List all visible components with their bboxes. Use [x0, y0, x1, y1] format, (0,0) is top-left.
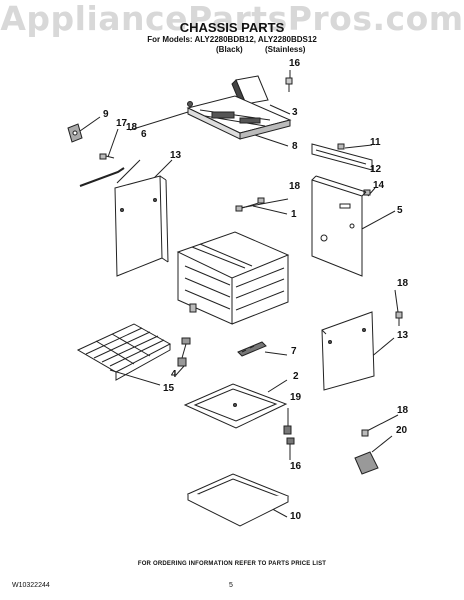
ordering-info: FOR ORDERING INFORMATION REFER TO PARTS … [137, 561, 327, 567]
callout-8: 8 [292, 141, 298, 152]
callout-18: 18 [289, 181, 301, 192]
oven-rack-part [78, 324, 170, 380]
rod-part [80, 168, 124, 186]
clip-part [178, 338, 190, 366]
screw-part-18-right [396, 312, 402, 326]
callout-18: 18 [126, 122, 138, 133]
bracket-part-20 [355, 430, 378, 474]
callout-14: 14 [373, 180, 385, 191]
variant-black-label: (Black) [216, 45, 243, 54]
callout-13: 13 [397, 330, 409, 341]
document-number: W10322244 [12, 582, 50, 589]
callout-4: 4 [171, 369, 177, 380]
bottom-panel-part [188, 474, 288, 526]
callout-11: 11 [370, 137, 381, 148]
callout-18: 18 [397, 278, 409, 289]
callout-15: 15 [163, 383, 175, 394]
rear-panel-part [322, 312, 374, 390]
callout-17: 17 [116, 118, 128, 129]
callout-20: 20 [396, 425, 408, 436]
watermark-text: AppliancePartsPros.com [0, 0, 464, 38]
screw-part-1 [236, 198, 264, 211]
left-side-panel-part [115, 176, 168, 276]
screw-part-19 [284, 426, 294, 444]
callout-9: 9 [103, 109, 109, 120]
callout-5: 5 [397, 205, 403, 216]
variant-stainless-label: (Stainless) [265, 45, 306, 54]
callout-18: 18 [397, 405, 409, 416]
right-side-panel-part [312, 176, 366, 276]
callout-16: 16 [290, 461, 302, 472]
screw-part-17 [100, 154, 114, 159]
callout-2: 2 [293, 371, 299, 382]
screw-part [286, 78, 292, 92]
callout-7: 7 [291, 346, 297, 357]
top-panel-part [188, 96, 291, 139]
page-number: 5 [229, 582, 233, 589]
gasket-part [238, 342, 266, 356]
oven-cavity-part [178, 232, 288, 324]
callout-13: 13 [170, 150, 182, 161]
page-title: CHASSIS PARTS [179, 20, 285, 35]
bracket-part [68, 124, 82, 142]
callout-1: 1 [291, 209, 297, 220]
front-trim-part [312, 144, 372, 195]
callout-12: 12 [370, 164, 382, 175]
callout-16: 16 [289, 58, 301, 69]
callout-19: 19 [290, 392, 302, 403]
bottom-frame-part [185, 384, 286, 428]
callout-3: 3 [292, 107, 298, 118]
model-list: For Models: ALY2280BDB12, ALY2280BDS12 [147, 35, 317, 44]
callout-6: 6 [141, 129, 147, 140]
callout-10: 10 [290, 511, 302, 522]
